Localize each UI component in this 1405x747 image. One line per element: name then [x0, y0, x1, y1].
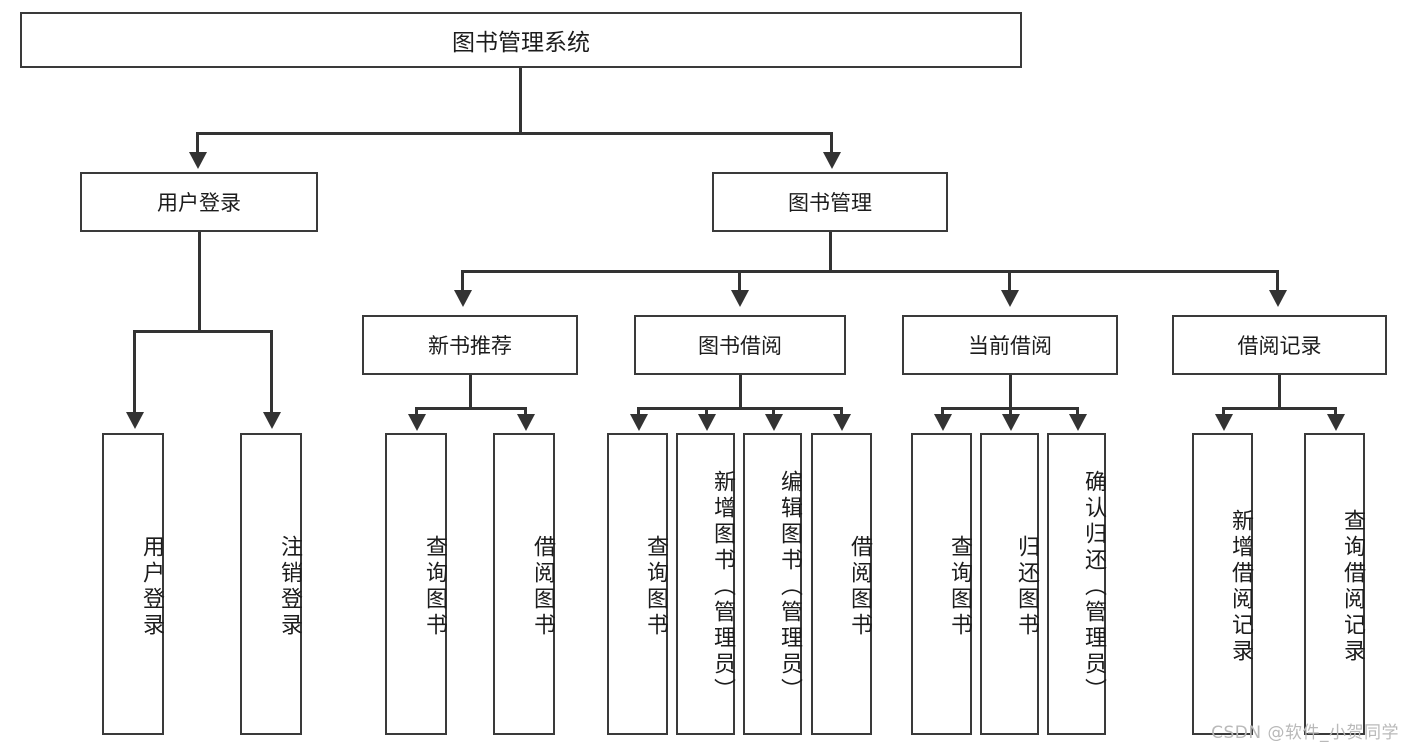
connector-bb-to-leaf-3 — [772, 407, 775, 417]
node-new-book-recommend-label: 新书推荐 — [428, 334, 512, 358]
connector-cb-to-leaf-1 — [941, 407, 944, 417]
arrow-bm-to-book-borrow — [731, 290, 749, 307]
connector-bm-to-current-borrow — [1008, 270, 1011, 294]
arrow-root-to-user-login — [189, 152, 207, 169]
leaf-query-book-1-label: 查询图书 — [422, 535, 447, 639]
arrow-cb-to-leaf-1 — [934, 414, 952, 431]
connector-bm-to-new-book — [461, 270, 464, 294]
arrow-new-book-to-leaf-2 — [517, 414, 535, 431]
node-book-management-label: 图书管理 — [788, 191, 872, 215]
connector-bb-to-leaf-2 — [705, 407, 708, 417]
leaf-confirm-return[interactable]: 确认归还（管理员） — [1047, 433, 1106, 735]
connector-bm-to-borrow-record — [1276, 270, 1279, 294]
arrow-root-to-book-management — [823, 152, 841, 169]
node-current-borrow[interactable]: 当前借阅 — [902, 315, 1118, 375]
connector-new-book-bar — [415, 407, 527, 410]
connector-br-to-leaf-2 — [1334, 407, 1337, 417]
connector-user-login-to-leaf-2 — [270, 330, 273, 416]
leaf-add-book-label: 新增图书（管理员） — [710, 470, 735, 704]
leaf-logout[interactable]: 注销登录 — [240, 433, 302, 735]
arrow-br-to-leaf-2 — [1327, 414, 1345, 431]
connector-user-login-bar — [133, 330, 273, 333]
connector-book-management-bar — [461, 270, 1279, 273]
node-root[interactable]: 图书管理系统 — [20, 12, 1022, 68]
leaf-query-record[interactable]: 查询借阅记录 — [1304, 433, 1365, 735]
leaf-edit-book[interactable]: 编辑图书（管理员） — [743, 433, 802, 735]
connector-cb-to-leaf-3 — [1076, 407, 1079, 417]
arrow-new-book-to-leaf-1 — [408, 414, 426, 431]
arrow-bb-to-leaf-3 — [765, 414, 783, 431]
connector-cb-to-leaf-2 — [1009, 407, 1012, 417]
leaf-query-book-3-label: 查询图书 — [947, 535, 972, 639]
node-book-borrow-label: 图书借阅 — [698, 334, 782, 358]
connector-root-to-book-management — [830, 132, 833, 156]
connector-book-borrow-stem — [739, 375, 742, 409]
connector-bb-to-leaf-1 — [637, 407, 640, 417]
arrow-br-to-leaf-1 — [1215, 414, 1233, 431]
node-root-label: 图书管理系统 — [452, 30, 590, 56]
arrow-cb-to-leaf-2 — [1002, 414, 1020, 431]
connector-user-login-stem — [198, 232, 201, 332]
arrow-user-login-to-leaf-1 — [126, 412, 144, 429]
connector-bb-to-leaf-4 — [840, 407, 843, 417]
arrow-bb-to-leaf-1 — [630, 414, 648, 431]
leaf-query-book-2-label: 查询图书 — [643, 535, 668, 639]
leaf-edit-book-label: 编辑图书（管理员） — [777, 470, 802, 704]
connector-new-book-to-leaf-2 — [524, 407, 527, 417]
leaf-logout-label: 注销登录 — [277, 535, 302, 639]
leaf-borrow-book-1-label: 借阅图书 — [530, 535, 555, 639]
arrow-bb-to-leaf-2 — [698, 414, 716, 431]
connector-new-book-to-leaf-1 — [415, 407, 418, 417]
node-borrow-record-label: 借阅记录 — [1237, 334, 1322, 358]
arrow-bm-to-new-book — [454, 290, 472, 307]
leaf-user-login[interactable]: 用户登录 — [102, 433, 164, 735]
arrow-user-login-to-leaf-2 — [263, 412, 281, 429]
connector-br-to-leaf-1 — [1222, 407, 1225, 417]
arrow-bm-to-borrow-record — [1269, 290, 1287, 307]
connector-root-stem — [519, 68, 522, 134]
leaf-borrow-book-1[interactable]: 借阅图书 — [493, 433, 555, 735]
connector-user-login-to-leaf-1 — [133, 330, 136, 416]
leaf-query-book-1[interactable]: 查询图书 — [385, 433, 447, 735]
node-new-book-recommend[interactable]: 新书推荐 — [362, 315, 578, 375]
connector-new-book-stem — [469, 375, 472, 409]
leaf-query-book-3[interactable]: 查询图书 — [911, 433, 972, 735]
leaf-query-book-2[interactable]: 查询图书 — [607, 433, 668, 735]
leaf-user-login-label: 用户登录 — [139, 535, 164, 639]
node-user-login[interactable]: 用户登录 — [80, 172, 318, 232]
leaf-return-book[interactable]: 归还图书 — [980, 433, 1039, 735]
connector-root-to-user-login — [196, 132, 199, 156]
connector-current-borrow-stem — [1009, 375, 1012, 409]
connector-book-management-stem — [829, 232, 832, 272]
connector-root-bar — [196, 132, 833, 135]
node-book-management[interactable]: 图书管理 — [712, 172, 948, 232]
connector-borrow-record-stem — [1278, 375, 1281, 409]
arrow-cb-to-leaf-3 — [1069, 414, 1087, 431]
arrow-bm-to-current-borrow — [1001, 290, 1019, 307]
watermark: CSDN @软件_小贺同学 — [1211, 723, 1399, 743]
leaf-confirm-return-label: 确认归还（管理员） — [1081, 470, 1106, 704]
node-borrow-record[interactable]: 借阅记录 — [1172, 315, 1387, 375]
connector-bm-to-book-borrow — [738, 270, 741, 294]
leaf-query-record-label: 查询借阅记录 — [1340, 509, 1365, 665]
node-user-login-label: 用户登录 — [157, 191, 241, 215]
arrow-bb-to-leaf-4 — [833, 414, 851, 431]
connector-borrow-record-bar — [1222, 407, 1337, 410]
leaf-return-book-label: 归还图书 — [1014, 535, 1039, 639]
leaf-add-record[interactable]: 新增借阅记录 — [1192, 433, 1253, 735]
leaf-add-record-label: 新增借阅记录 — [1228, 509, 1253, 665]
leaf-borrow-book-2-label: 借阅图书 — [847, 535, 872, 639]
node-book-borrow[interactable]: 图书借阅 — [634, 315, 846, 375]
leaf-borrow-book-2[interactable]: 借阅图书 — [811, 433, 872, 735]
node-current-borrow-label: 当前借阅 — [968, 334, 1052, 358]
connector-book-borrow-bar — [637, 407, 843, 410]
leaf-add-book[interactable]: 新增图书（管理员） — [676, 433, 735, 735]
